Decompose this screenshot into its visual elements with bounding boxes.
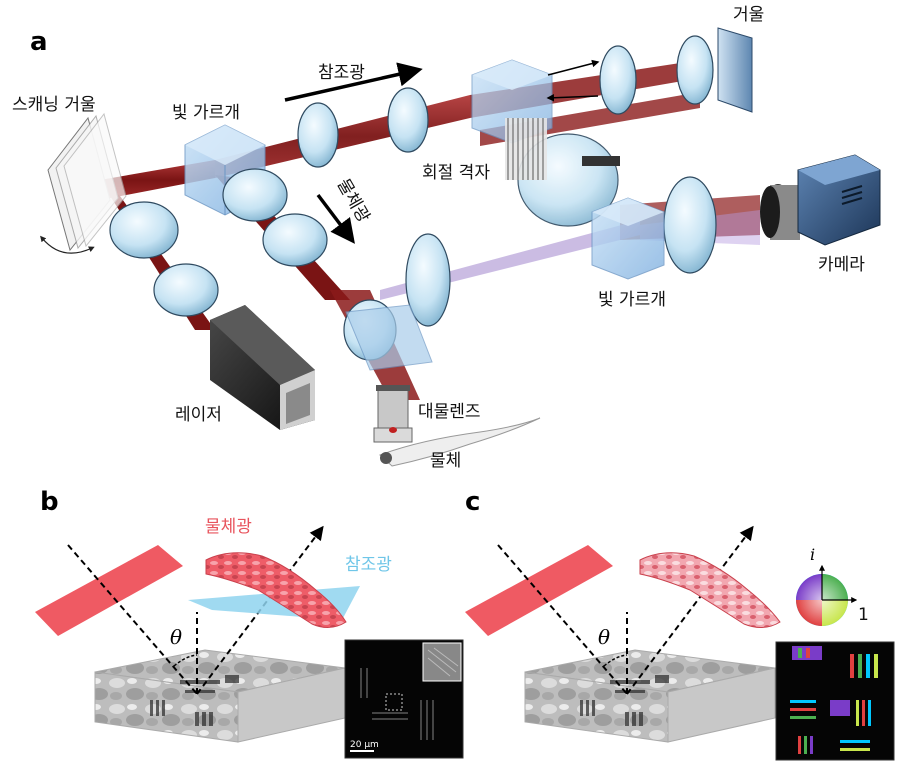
scale-bar-label: 20 μm: [350, 740, 379, 750]
theta-label-c: θ: [598, 625, 610, 649]
incident-ray-c: [497, 544, 628, 695]
label-laser: 레이저: [175, 405, 222, 425]
panel-c: c θ: [465, 487, 895, 761]
label-beam-splitter-2: 빛 가르개: [598, 290, 666, 310]
laser: [210, 305, 315, 430]
object-sheet-c: [639, 552, 781, 628]
complex-color-wheel: [796, 564, 858, 626]
incident-beam-sheet-b: [35, 545, 183, 636]
objective-lens: [345, 304, 433, 443]
diffraction-grating: [505, 118, 620, 180]
camera: [760, 154, 881, 246]
panel-b-letter: b: [40, 487, 59, 517]
panel-c-letter: c: [465, 487, 480, 517]
sample-block-b: [94, 649, 346, 743]
reflected-ray-c: [626, 525, 754, 695]
grating-arrow-out: [547, 59, 600, 76]
label-objective: 대물렌즈: [418, 402, 481, 422]
label-grating: 회절 격자: [422, 163, 490, 183]
panel-a-letter: a: [30, 27, 48, 57]
zebrafish-sample: [379, 417, 541, 467]
theta-arc-c: [603, 654, 628, 667]
interferogram-image: 20 μm: [344, 639, 464, 759]
imag-axis-label: i: [810, 545, 815, 564]
reference-light-arrow: [284, 62, 423, 102]
panel-a: a 스캐닝 거울 빛 가르개: [12, 5, 881, 471]
beam-splitter-2: [591, 197, 665, 280]
grating-arrow-in: [546, 94, 599, 102]
label-reference-light-b: 참조광: [345, 555, 392, 575]
label-object-light: 물체광: [333, 176, 374, 227]
real-axis-label: 1: [858, 605, 869, 625]
theta-arc-b: [173, 654, 198, 667]
incident-beam-sheet-c: [465, 545, 613, 636]
panel-b: b θ 물체광 참조광: [35, 487, 464, 759]
label-mirror: 거울: [733, 5, 764, 25]
label-scanning-mirror: 스캐닝 거울: [12, 95, 96, 115]
label-camera: 카메라: [818, 255, 865, 275]
incident-ray-b: [67, 544, 198, 695]
object-sheet-b: [205, 552, 347, 628]
complex-field-image: [775, 641, 895, 761]
label-object-light-b: 물체광: [205, 517, 252, 537]
mirror: [717, 27, 753, 113]
sample-block-c: [524, 649, 776, 743]
label-object: 물체: [430, 451, 461, 471]
scanning-mirror: [40, 112, 127, 254]
object-light-arrow: [316, 193, 355, 244]
label-beam-splitter-1: 빛 가르개: [172, 103, 240, 123]
theta-label-b: θ: [170, 625, 182, 649]
scale-bar: [350, 750, 374, 752]
label-reference-light: 참조광: [318, 63, 365, 83]
